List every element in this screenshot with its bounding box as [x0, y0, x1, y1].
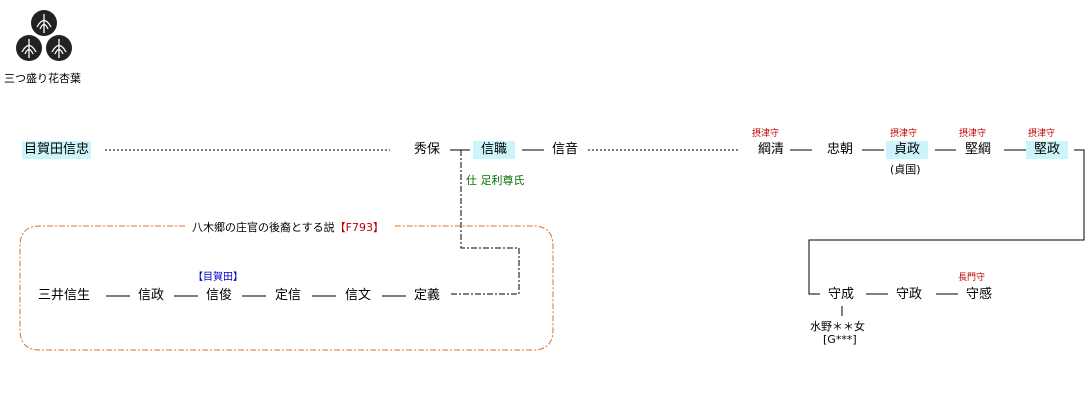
title-katatsuna: 摂津守 [959, 129, 987, 139]
theory-text: 八木郷の庄官の後裔とする説 [192, 221, 335, 234]
title-sadamasa: 摂津守 [890, 129, 918, 139]
person-tsunakiyo: 綱清 [758, 142, 785, 157]
title-tsunakiyo: 摂津守 [752, 129, 780, 139]
person-sadanobu: 定信 [275, 288, 302, 303]
nobumoto-service-note: 仕 足利尊氏 [466, 174, 525, 187]
person-katatsuna: 堅綱 [965, 142, 992, 157]
person-tadatomo: 忠朝 [827, 142, 854, 157]
person-nobuoto: 信音 [552, 142, 579, 157]
nobutoshi-surname: 【目賀田】 [193, 272, 243, 283]
person-hideyasu: 秀保 [414, 142, 441, 157]
person-nobumoto: 信職 [473, 141, 516, 159]
person-katamasa: 堅政 [1026, 141, 1069, 159]
mitsumori-kyoyo-crest-icon [13, 8, 75, 64]
title-mori-kan: 長門守 [958, 273, 986, 283]
person-mori-kan: 守感 [966, 287, 993, 302]
person-mori-shige: 守成 [828, 287, 855, 302]
wife-ref: [G***] [823, 333, 857, 346]
person-nobumasa: 信政 [138, 288, 165, 303]
line-katamasa-morishige [808, 149, 1085, 295]
theory-group-border [19, 225, 554, 351]
wife-name: 水野＊＊女 [810, 320, 865, 333]
person-mitsui-nobuo: 三井信生 [38, 288, 91, 303]
crest-label: 三つ盛り花杏葉 [4, 72, 81, 85]
theory-label: 八木郷の庄官の後裔とする説【F793】 [190, 219, 386, 235]
sadamasa-alias: (貞国) [890, 163, 921, 176]
theory-ref: 【F793】 [334, 221, 384, 234]
line-nobumoto-sadayoshi [451, 150, 520, 295]
person-mega-nobutada: 目賀田信忠 [22, 141, 92, 159]
title-katamasa: 摂津守 [1028, 129, 1056, 139]
person-nobutoshi: 信俊 [206, 288, 233, 303]
person-sadamasa: 貞政 [886, 141, 929, 159]
person-sadayoshi: 定義 [414, 288, 441, 303]
person-mori-masa: 守政 [896, 287, 923, 302]
person-nobufumi: 信文 [345, 288, 372, 303]
